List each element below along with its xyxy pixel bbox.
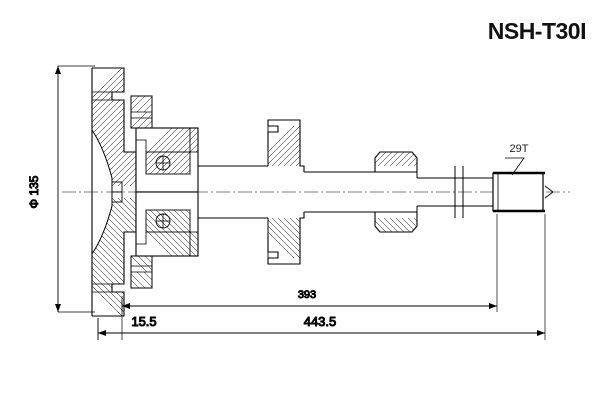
shaft-shoulder-collar (267, 119, 305, 265)
dim-393-arrow-right (489, 303, 497, 309)
spline-end-chamfer (544, 185, 554, 193)
spline-teeth-count-callout: 29T (505, 143, 529, 176)
dimension-flange-thickness: 15.5 (97, 296, 157, 340)
stud-hatch-upper (130, 95, 153, 129)
flange-fillet-lower (91, 192, 113, 255)
flange-taper-lower (92, 231, 136, 293)
flange-taper-upper (92, 91, 136, 153)
bearing-ball-lower (155, 213, 171, 229)
mounting-flange (91, 67, 137, 317)
collar-hatching (268, 126, 300, 258)
callout-leader-line (505, 157, 525, 176)
dim-4435-label: 443.5 (304, 314, 337, 329)
wheel-stud-upper (130, 95, 153, 129)
splined-end (492, 171, 554, 213)
callout-29t-label: 29T (510, 143, 529, 155)
spline-body (492, 172, 544, 212)
knurl-hatching (375, 152, 417, 232)
bearing-seal-lower (136, 231, 198, 245)
dim-393-arrow-left (122, 303, 130, 309)
spline-end-chamfer2 (544, 191, 554, 199)
dim-4435-arrow-left (98, 330, 106, 336)
stud-hatch-lower (130, 255, 153, 289)
page-title: NSH-T30I (487, 18, 587, 44)
dimension-flange-diameter: Φ 135 (27, 65, 95, 313)
bearing-ball-upper (155, 155, 171, 171)
knurled-section (374, 151, 418, 233)
dim-155-label: 15.5 (131, 314, 156, 329)
snap-ring-groove (452, 166, 466, 218)
knurl-outline-lower (374, 211, 418, 233)
knurl-outline-upper (374, 151, 418, 173)
dim-phi135-arrow-bottom (55, 304, 61, 312)
dim-phi135-label: Φ 135 (27, 175, 41, 208)
flange-center-bore-lower (111, 191, 123, 203)
dim-393-label: 393 (298, 289, 316, 301)
flange-fillet-upper (91, 129, 113, 192)
bearing-seal-upper (136, 139, 198, 153)
dim-4435-arrow-right (537, 330, 545, 336)
dim-phi135-arrow-top (55, 66, 61, 74)
wheel-stud-lower (130, 255, 153, 289)
